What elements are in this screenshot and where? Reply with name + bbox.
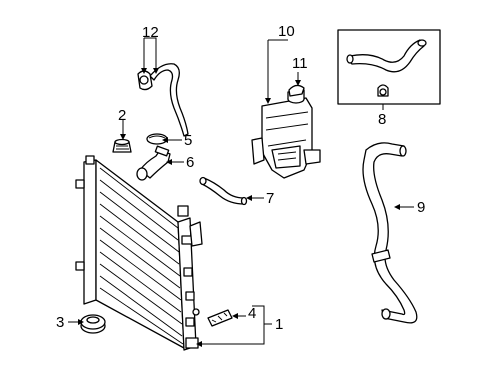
callout-4: 4 [248, 305, 256, 322]
callout-6: 6 [186, 154, 194, 171]
callout-5: 5 [184, 132, 192, 149]
overflow-hose [136, 145, 171, 181]
callout-7: 7 [266, 190, 274, 207]
callout-11: 11 [292, 55, 308, 72]
radiator-assembly [75, 155, 203, 351]
callout-10: 10 [278, 23, 295, 40]
callout-12: 12 [142, 24, 159, 41]
callout-numbers: 12 10 11 2 5 6 7 8 9 3 4 1 [56, 23, 425, 333]
callout-2: 2 [118, 107, 126, 124]
callout-9: 9 [417, 199, 425, 216]
callout-1: 1 [275, 316, 283, 333]
callout-leaders [68, 37, 414, 347]
drain-cock [207, 309, 233, 327]
lower-radiator-hose [362, 142, 418, 324]
upper-hose-kit [337, 29, 441, 105]
reservoir-hose-assembly [137, 63, 189, 137]
drain-plug-cap [80, 314, 106, 334]
coolant-reservoir [251, 89, 321, 179]
callout-3: 3 [56, 314, 64, 331]
reservoir-cap [288, 84, 305, 97]
callout-8: 8 [378, 111, 386, 128]
radiator-cap [112, 138, 132, 153]
bypass-hose [199, 176, 248, 206]
